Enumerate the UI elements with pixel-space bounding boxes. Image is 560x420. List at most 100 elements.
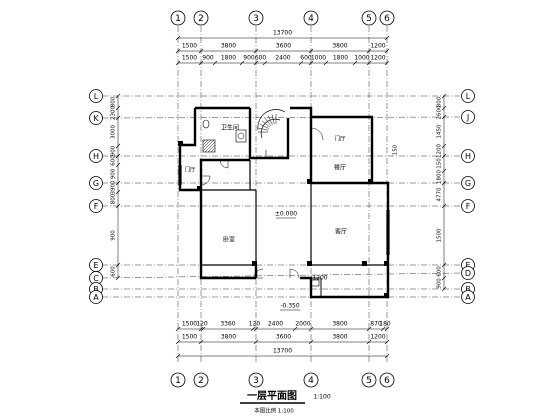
column bbox=[178, 141, 183, 146]
column bbox=[252, 261, 257, 266]
dim-tick bbox=[441, 143, 447, 149]
dim-text: 3600 bbox=[276, 43, 291, 50]
room-label-hall: 门厅 bbox=[184, 166, 196, 174]
dim-tick bbox=[175, 35, 181, 41]
axis-label-top: 6 bbox=[384, 14, 390, 24]
axis-label-left: B bbox=[93, 285, 99, 294]
axis-bubble-left bbox=[89, 290, 103, 304]
axis-label-bottom: 3 bbox=[253, 376, 259, 386]
dim-tick bbox=[308, 48, 314, 54]
dim-text: 900 bbox=[111, 168, 117, 179]
dim-text: 2300 bbox=[111, 106, 117, 120]
dim-tick bbox=[298, 60, 304, 66]
axis-label-right: G bbox=[465, 179, 471, 188]
dim-text: 870 bbox=[370, 321, 382, 328]
dim-tick bbox=[115, 275, 121, 281]
dim-text: 180 bbox=[379, 321, 391, 328]
stair-wall bbox=[248, 108, 267, 160]
dim-tick bbox=[198, 48, 204, 54]
dim-tick bbox=[253, 326, 259, 332]
axis-bubble-left bbox=[89, 176, 103, 190]
dim-text: 1500 bbox=[182, 43, 197, 50]
drawing-scale: 1:100 bbox=[313, 394, 330, 401]
dim-tick bbox=[292, 326, 298, 332]
dim-text: 800 bbox=[111, 96, 117, 107]
column bbox=[197, 186, 202, 191]
dim-text: 1500 bbox=[182, 55, 197, 62]
dim-tick bbox=[323, 60, 329, 66]
dim-text: 120 bbox=[196, 321, 208, 328]
dim-tick bbox=[175, 48, 181, 54]
dim-text: 1500 bbox=[182, 321, 197, 328]
dim-tick bbox=[175, 353, 181, 359]
spiral-stair bbox=[257, 109, 286, 158]
axis-label-right: E bbox=[465, 261, 470, 270]
elevation-main: ±0.000 bbox=[275, 211, 297, 218]
dim-text: 3360 bbox=[220, 321, 235, 328]
dim-text: 3600 bbox=[276, 334, 291, 341]
axis-bubble-right bbox=[461, 176, 475, 190]
dim-text: 120 bbox=[249, 321, 261, 328]
axis-label-right: D bbox=[465, 269, 471, 278]
dim-text: 150 bbox=[437, 158, 443, 169]
dim-text: 3800 bbox=[332, 321, 347, 328]
axis-label-right: B bbox=[465, 285, 471, 294]
room-label-toilet: 卫生间 bbox=[221, 124, 239, 132]
dim-text: 13700 bbox=[273, 348, 292, 355]
stair-tread bbox=[258, 127, 269, 131]
dim-text: 3000 bbox=[111, 125, 117, 139]
dim-tick bbox=[384, 339, 390, 345]
shower-fixture bbox=[202, 139, 216, 153]
dim-text: 2400 bbox=[275, 55, 290, 62]
axis-bubble-top bbox=[303, 10, 319, 26]
dim-tick bbox=[115, 203, 121, 209]
dim-tick bbox=[115, 153, 121, 159]
dim-text: 1800 bbox=[221, 55, 236, 62]
axis-label-left: A bbox=[93, 293, 99, 302]
dim-tick bbox=[352, 60, 358, 66]
axis-bubble-bottom bbox=[361, 372, 377, 388]
dim-text: 1800 bbox=[333, 55, 348, 62]
axis-bubble-right bbox=[461, 290, 475, 304]
dim-text: 600 bbox=[437, 266, 443, 277]
column bbox=[307, 261, 312, 266]
dim-tick bbox=[366, 60, 372, 66]
dim-tick bbox=[366, 48, 372, 54]
dim-tick bbox=[441, 114, 447, 120]
dim-text: 3800 bbox=[332, 334, 347, 341]
stair-arc bbox=[260, 118, 281, 139]
dim-tick bbox=[441, 262, 447, 268]
dim-tick bbox=[239, 60, 245, 66]
axis-label-left: G bbox=[93, 179, 99, 188]
dim-text: 900 bbox=[437, 278, 443, 289]
dim-text: 3800 bbox=[221, 43, 236, 50]
dim-text: 600 bbox=[111, 155, 117, 166]
axis-label-top: 1 bbox=[175, 14, 181, 24]
basin-fixture bbox=[235, 129, 247, 143]
dim-tick bbox=[441, 153, 447, 159]
dim-text: 1000 bbox=[311, 55, 326, 62]
dim-tick bbox=[441, 275, 447, 281]
dim-tick bbox=[175, 60, 181, 66]
door-swing bbox=[289, 268, 300, 279]
hall-wall bbox=[199, 158, 250, 190]
axis-label-right: H bbox=[465, 152, 471, 161]
dim-tick bbox=[115, 189, 121, 195]
dim-tick bbox=[115, 105, 121, 111]
column bbox=[384, 261, 389, 266]
axis-bubble-right bbox=[461, 266, 475, 280]
room-label-bedroom: 卧室 bbox=[223, 236, 235, 244]
axis-bubble-right bbox=[461, 199, 475, 213]
axis-bubble-left bbox=[89, 111, 103, 125]
axis-label-top: 3 bbox=[253, 14, 259, 24]
axis-bubble-top bbox=[361, 10, 377, 26]
dim-tick bbox=[308, 339, 314, 345]
axis-label-top: 5 bbox=[366, 14, 372, 24]
axis-label-right: A bbox=[465, 293, 471, 302]
axis-label-left: C bbox=[93, 274, 99, 283]
elevation-outdoor: -0.350 bbox=[280, 303, 300, 310]
dim-tick bbox=[250, 326, 256, 332]
